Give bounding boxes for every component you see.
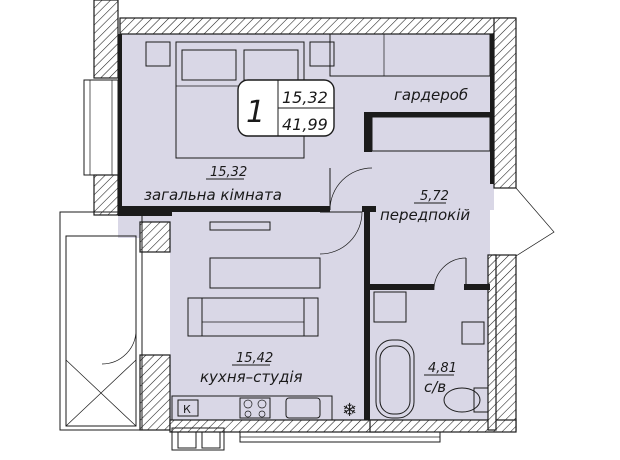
wardrobe-outline <box>329 33 491 152</box>
fridge-letter: К <box>183 403 191 416</box>
bathroom-fixtures <box>373 291 489 419</box>
room-fills <box>118 34 494 422</box>
bottom-windows <box>239 431 441 443</box>
kitchen-name: кухня–студія <box>200 368 303 386</box>
total-area-value: 41,99 <box>282 115 328 134</box>
exterior-walls <box>93 0 517 433</box>
living-room-name: загальна кімната <box>144 186 282 204</box>
living-room-area: 15,32 <box>210 165 247 180</box>
ac-icon: ❄ <box>342 400 357 421</box>
kitchen-area: 15,42 <box>236 351 273 366</box>
furniture <box>187 221 321 337</box>
bathroom-area: 4,81 <box>428 361 457 376</box>
area-badge <box>237 79 335 137</box>
rooms-count: 1 <box>246 95 265 130</box>
wardrobe-name: гардероб <box>394 86 468 104</box>
bathroom-name: с/в <box>424 378 446 396</box>
hallway-area: 5,72 <box>420 189 449 204</box>
hallway-name: передпокій <box>380 206 470 224</box>
kitchen-counter <box>171 395 333 451</box>
interior-walls <box>118 34 494 420</box>
living-area-value: 15,32 <box>282 88 328 107</box>
doors <box>101 167 555 365</box>
